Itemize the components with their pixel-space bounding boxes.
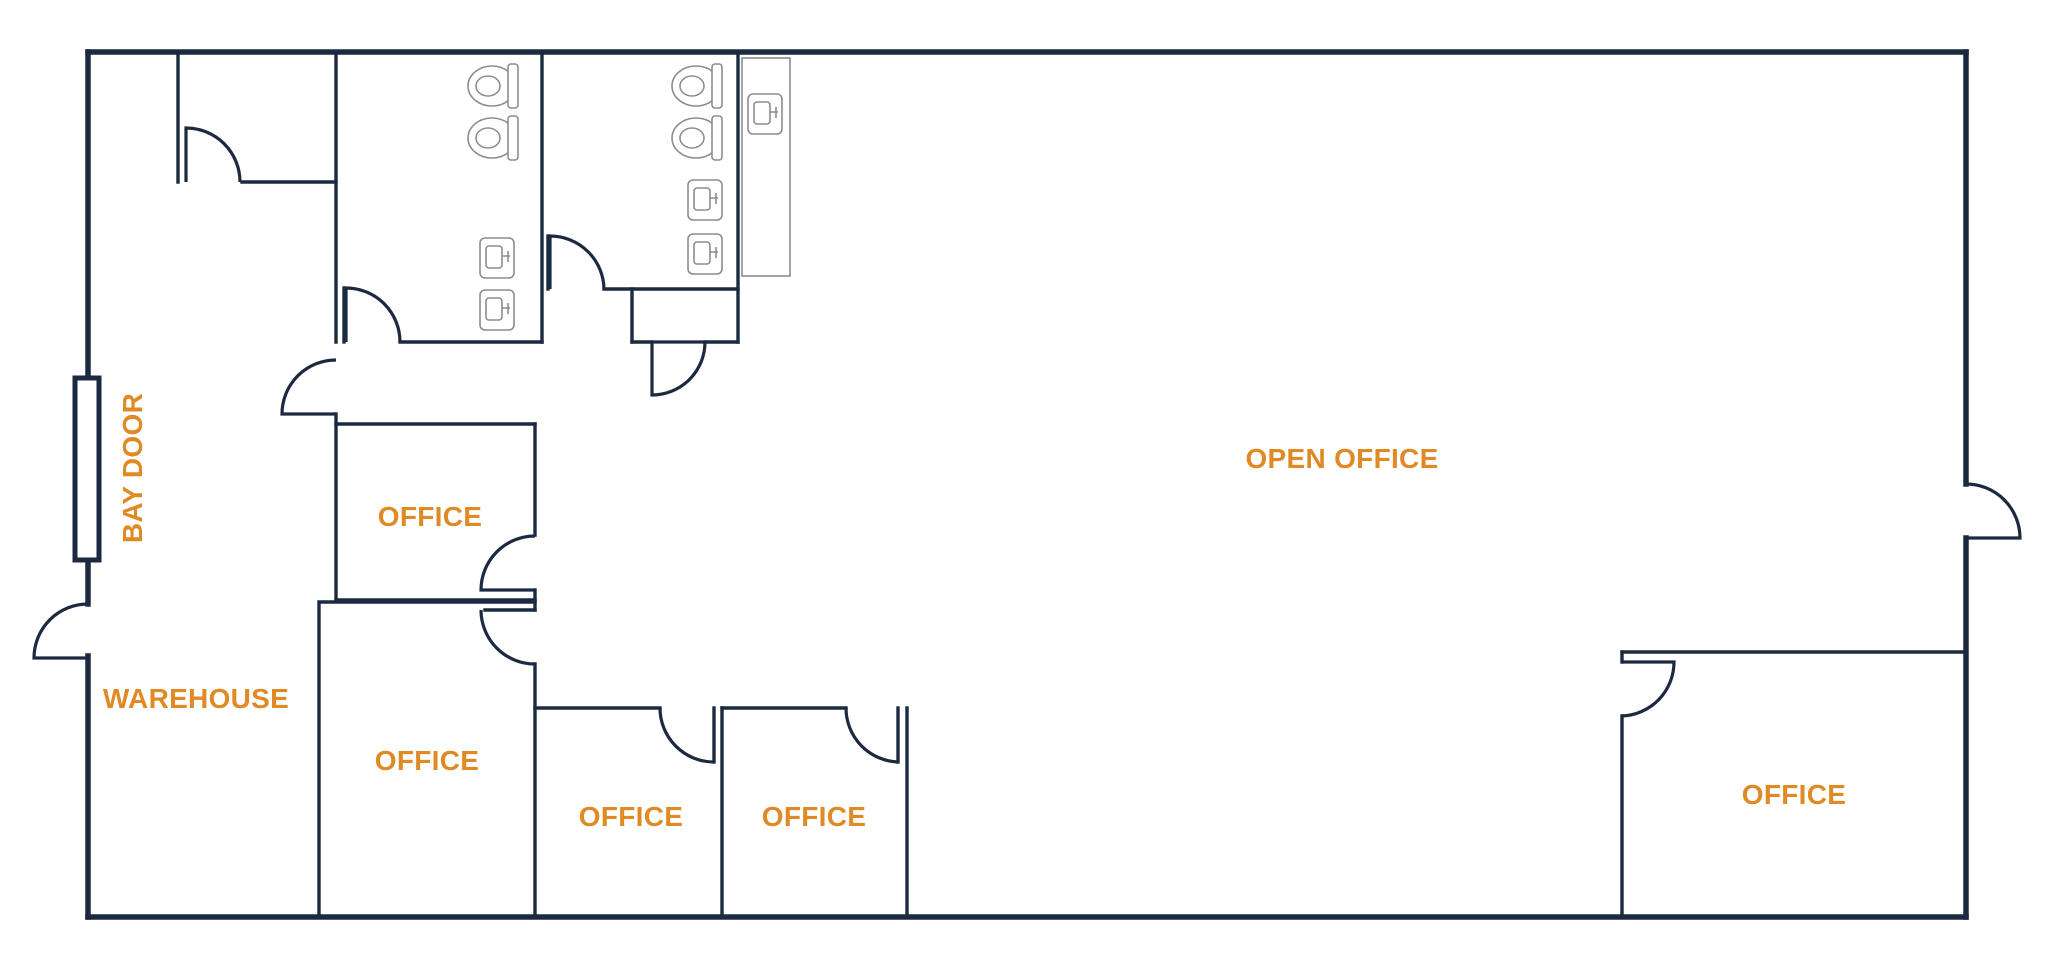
office-east-door — [1621, 660, 1676, 718]
open-office-label: OPEN OFFICE — [1245, 443, 1438, 474]
outer-walls — [85, 49, 1969, 920]
office-wl-north-wall — [317, 600, 537, 919]
east-exterior-door — [1965, 482, 2022, 540]
sink-icon — [479, 289, 515, 331]
office-east-label: OFFICE — [1742, 779, 1846, 810]
sink-icon — [479, 237, 515, 279]
office-south-1-label: OFFICE — [579, 801, 683, 832]
room-labels: BAY DOOR WAREHOUSE OPEN OFFICE OFFICE OF… — [103, 393, 1846, 832]
toilet-icon — [467, 115, 519, 161]
restroom2-door — [548, 234, 606, 290]
sink-icon — [687, 233, 723, 275]
office-west-lower-label: OFFICE — [375, 745, 479, 776]
counter — [741, 57, 791, 277]
office-wl-door — [479, 609, 536, 666]
closet2-door — [650, 340, 707, 397]
office-s2-door — [844, 707, 899, 764]
office-wu-door — [479, 534, 536, 592]
office-south-2-label: OFFICE — [762, 801, 866, 832]
toilet-icon — [671, 63, 723, 109]
closet-door — [184, 126, 242, 183]
bay-door — [72, 375, 102, 563]
toilet-icon — [671, 115, 723, 161]
warehouse-label: WAREHOUSE — [103, 683, 289, 714]
bay-door-label: BAY DOOR — [117, 393, 148, 543]
toilet-icon — [467, 63, 519, 109]
office-s1-door — [658, 707, 715, 764]
fixtures — [467, 57, 791, 331]
warehouse-hall-door — [280, 358, 337, 416]
sink-icon — [747, 93, 783, 135]
sink-icon — [687, 179, 723, 221]
doors — [32, 126, 2022, 764]
interior-walls — [176, 50, 1968, 919]
west-exterior-door — [32, 602, 89, 660]
office-west-upper-label: OFFICE — [378, 501, 482, 532]
restroom1-door — [344, 286, 402, 343]
